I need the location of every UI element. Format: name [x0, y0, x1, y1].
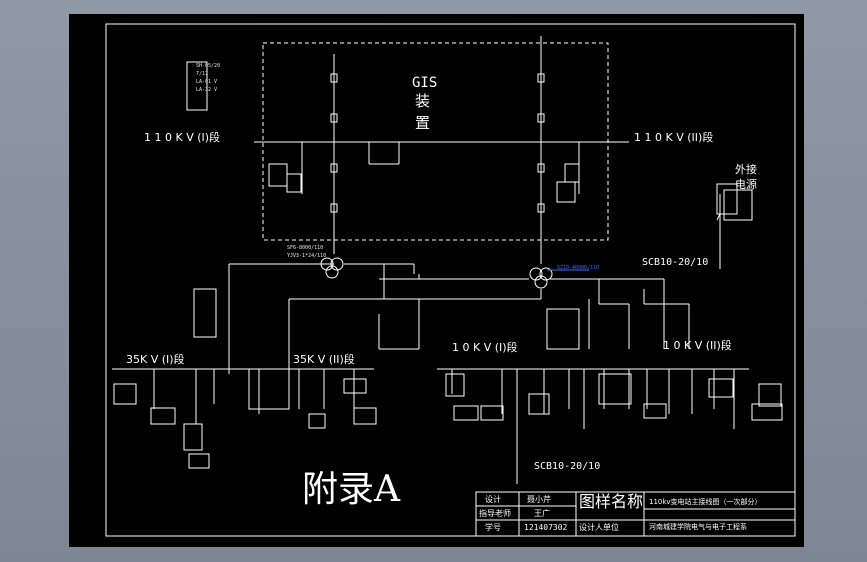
tb-design-name: 聂小芹 [527, 495, 551, 504]
external-power-label-2: 电源 [735, 178, 757, 191]
tb-drawing-name-label: 图样名称 [579, 492, 644, 511]
transformer-label-blue: SZ10-40000/110 [557, 265, 600, 271]
schematic-lines [105, 23, 796, 537]
tb-design-label: 设计 [485, 495, 501, 504]
bus-110kv-ii-label: 1 1 0 K V (II)段 [634, 131, 714, 144]
tb-unit-label: 设计人单位 [579, 523, 619, 532]
transformer-label-2: YJV3-1*24/110 [287, 253, 327, 259]
tb-advisor-label: 指导老师 [479, 509, 511, 518]
bus-110kv-i-label: 1 1 0 K V (I)段 [144, 131, 221, 144]
bus-10kv-ii-label: 1 0 K V (II)段 [663, 339, 732, 352]
bus-10kv-i-label: 1 0 K V (I)段 [452, 341, 518, 354]
drawing-sheet: GIS 装 置 1 1 0 K V (I)段 1 1 0 K V (II)段 外… [69, 14, 804, 547]
tb-drawing-name: 110kv变电站主接线图（一次部分） [649, 498, 762, 506]
gis-label-line3: 置 [415, 114, 431, 132]
gis-label-line1: GIS [412, 75, 438, 91]
panel-label-3: LA-01 V [196, 79, 218, 85]
scb-top-label: SCB10-20/10 [642, 257, 709, 268]
gis-label-line2: 装 [415, 92, 431, 110]
panel-label-1: SH-05/20 [196, 63, 221, 69]
panel-label-2: 7/17 [196, 71, 209, 77]
appendix-label: 附录A [302, 469, 400, 510]
tb-id-label: 学号 [485, 523, 501, 532]
tb-advisor-name: 王广 [534, 509, 550, 518]
bus-35kv-ii-label: 35K V (II)段 [293, 353, 355, 366]
bus-35kv-i-label: 35K V (I)段 [126, 353, 185, 366]
scb-bottom-label: SCB10-20/10 [534, 461, 601, 472]
external-power-label-1: 外接 [735, 163, 757, 176]
tb-id-value: 121407302 [524, 523, 568, 532]
panel-label-4: LA-32 V [196, 87, 218, 93]
tb-unit-name: 河南城建学院电气与电子工程系 [649, 523, 747, 531]
transformer-label-1: SF6-8000/110 [287, 245, 324, 251]
